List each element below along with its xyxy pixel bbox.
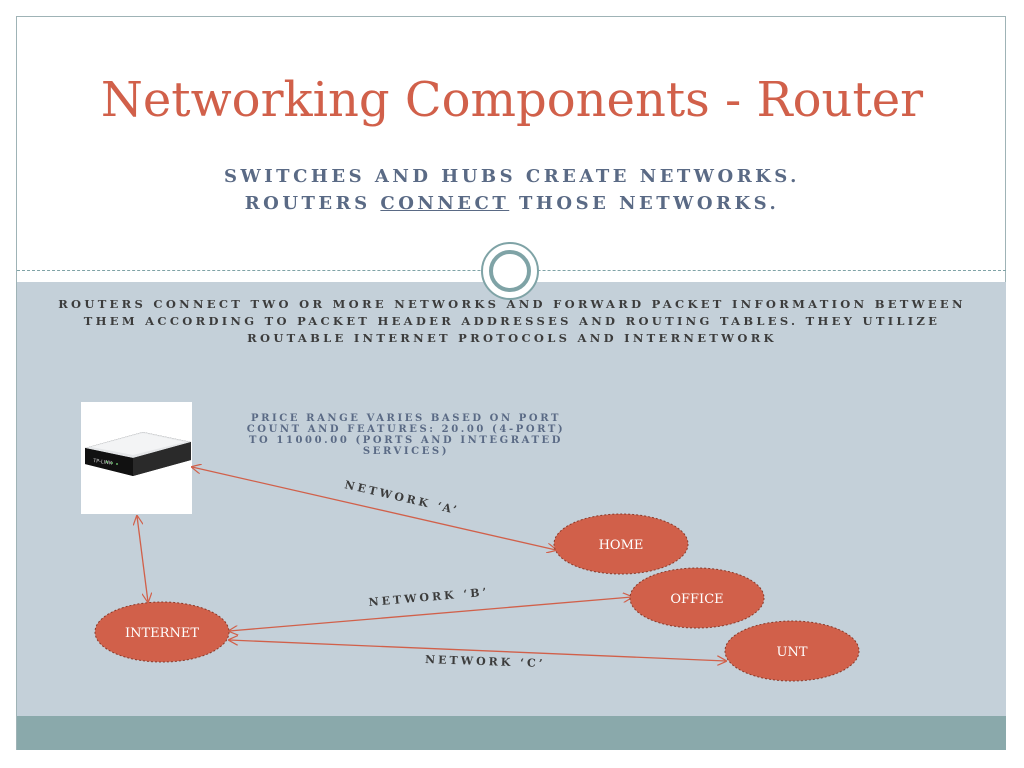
subtitle-line-2-start: ROUTERS — [244, 193, 381, 214]
router-brand-label: TP-LINK — [92, 458, 113, 467]
node-unt: UNT — [724, 620, 860, 682]
node-office-label: OFFICE — [670, 592, 723, 607]
footer-band — [17, 716, 1006, 750]
body-text: ROUTERS CONNECT TWO OR MORE NETWORKS AND… — [58, 297, 966, 345]
router-internet-arrow — [137, 516, 148, 602]
node-unt-label: UNT — [776, 645, 807, 660]
network-c-label: NETWORK ‘C’ — [425, 653, 546, 670]
node-home: HOME — [553, 513, 689, 575]
slide-subtitle: SWITCHES AND HUBS CREATE NETWORKS. ROUTE… — [0, 163, 1024, 217]
price-text: PRICE RANGE VARIES BASED ON PORT COUNT A… — [246, 413, 566, 457]
network-a-arrow — [192, 467, 556, 550]
divider-ring-inner — [489, 250, 531, 292]
subtitle-line-2-end: THOSE NETWORKS. — [509, 193, 780, 214]
slide-title: Networking Components - Router — [100, 72, 924, 128]
subtitle-line-2: ROUTERS CONNECT THOSE NETWORKS. — [0, 190, 1024, 217]
node-home-label: HOME — [599, 538, 644, 553]
node-internet-label: INTERNET — [125, 626, 199, 641]
network-b-arrow — [229, 597, 632, 631]
router-image: TP-LINK — [81, 402, 192, 514]
divider-ring-icon — [481, 242, 539, 300]
network-c-arrow — [229, 640, 726, 661]
subtitle-line-1: SWITCHES AND HUBS CREATE NETWORKS. — [224, 166, 800, 187]
node-internet: INTERNET — [94, 601, 230, 663]
network-b-label: NETWORK ‘B’ — [368, 585, 490, 609]
network-a-label: NETWORK ‘A’ — [343, 478, 460, 517]
subtitle-connect-word: CONNECT — [380, 193, 510, 214]
router-icon: TP-LINK — [85, 432, 191, 476]
node-office: OFFICE — [629, 567, 765, 629]
